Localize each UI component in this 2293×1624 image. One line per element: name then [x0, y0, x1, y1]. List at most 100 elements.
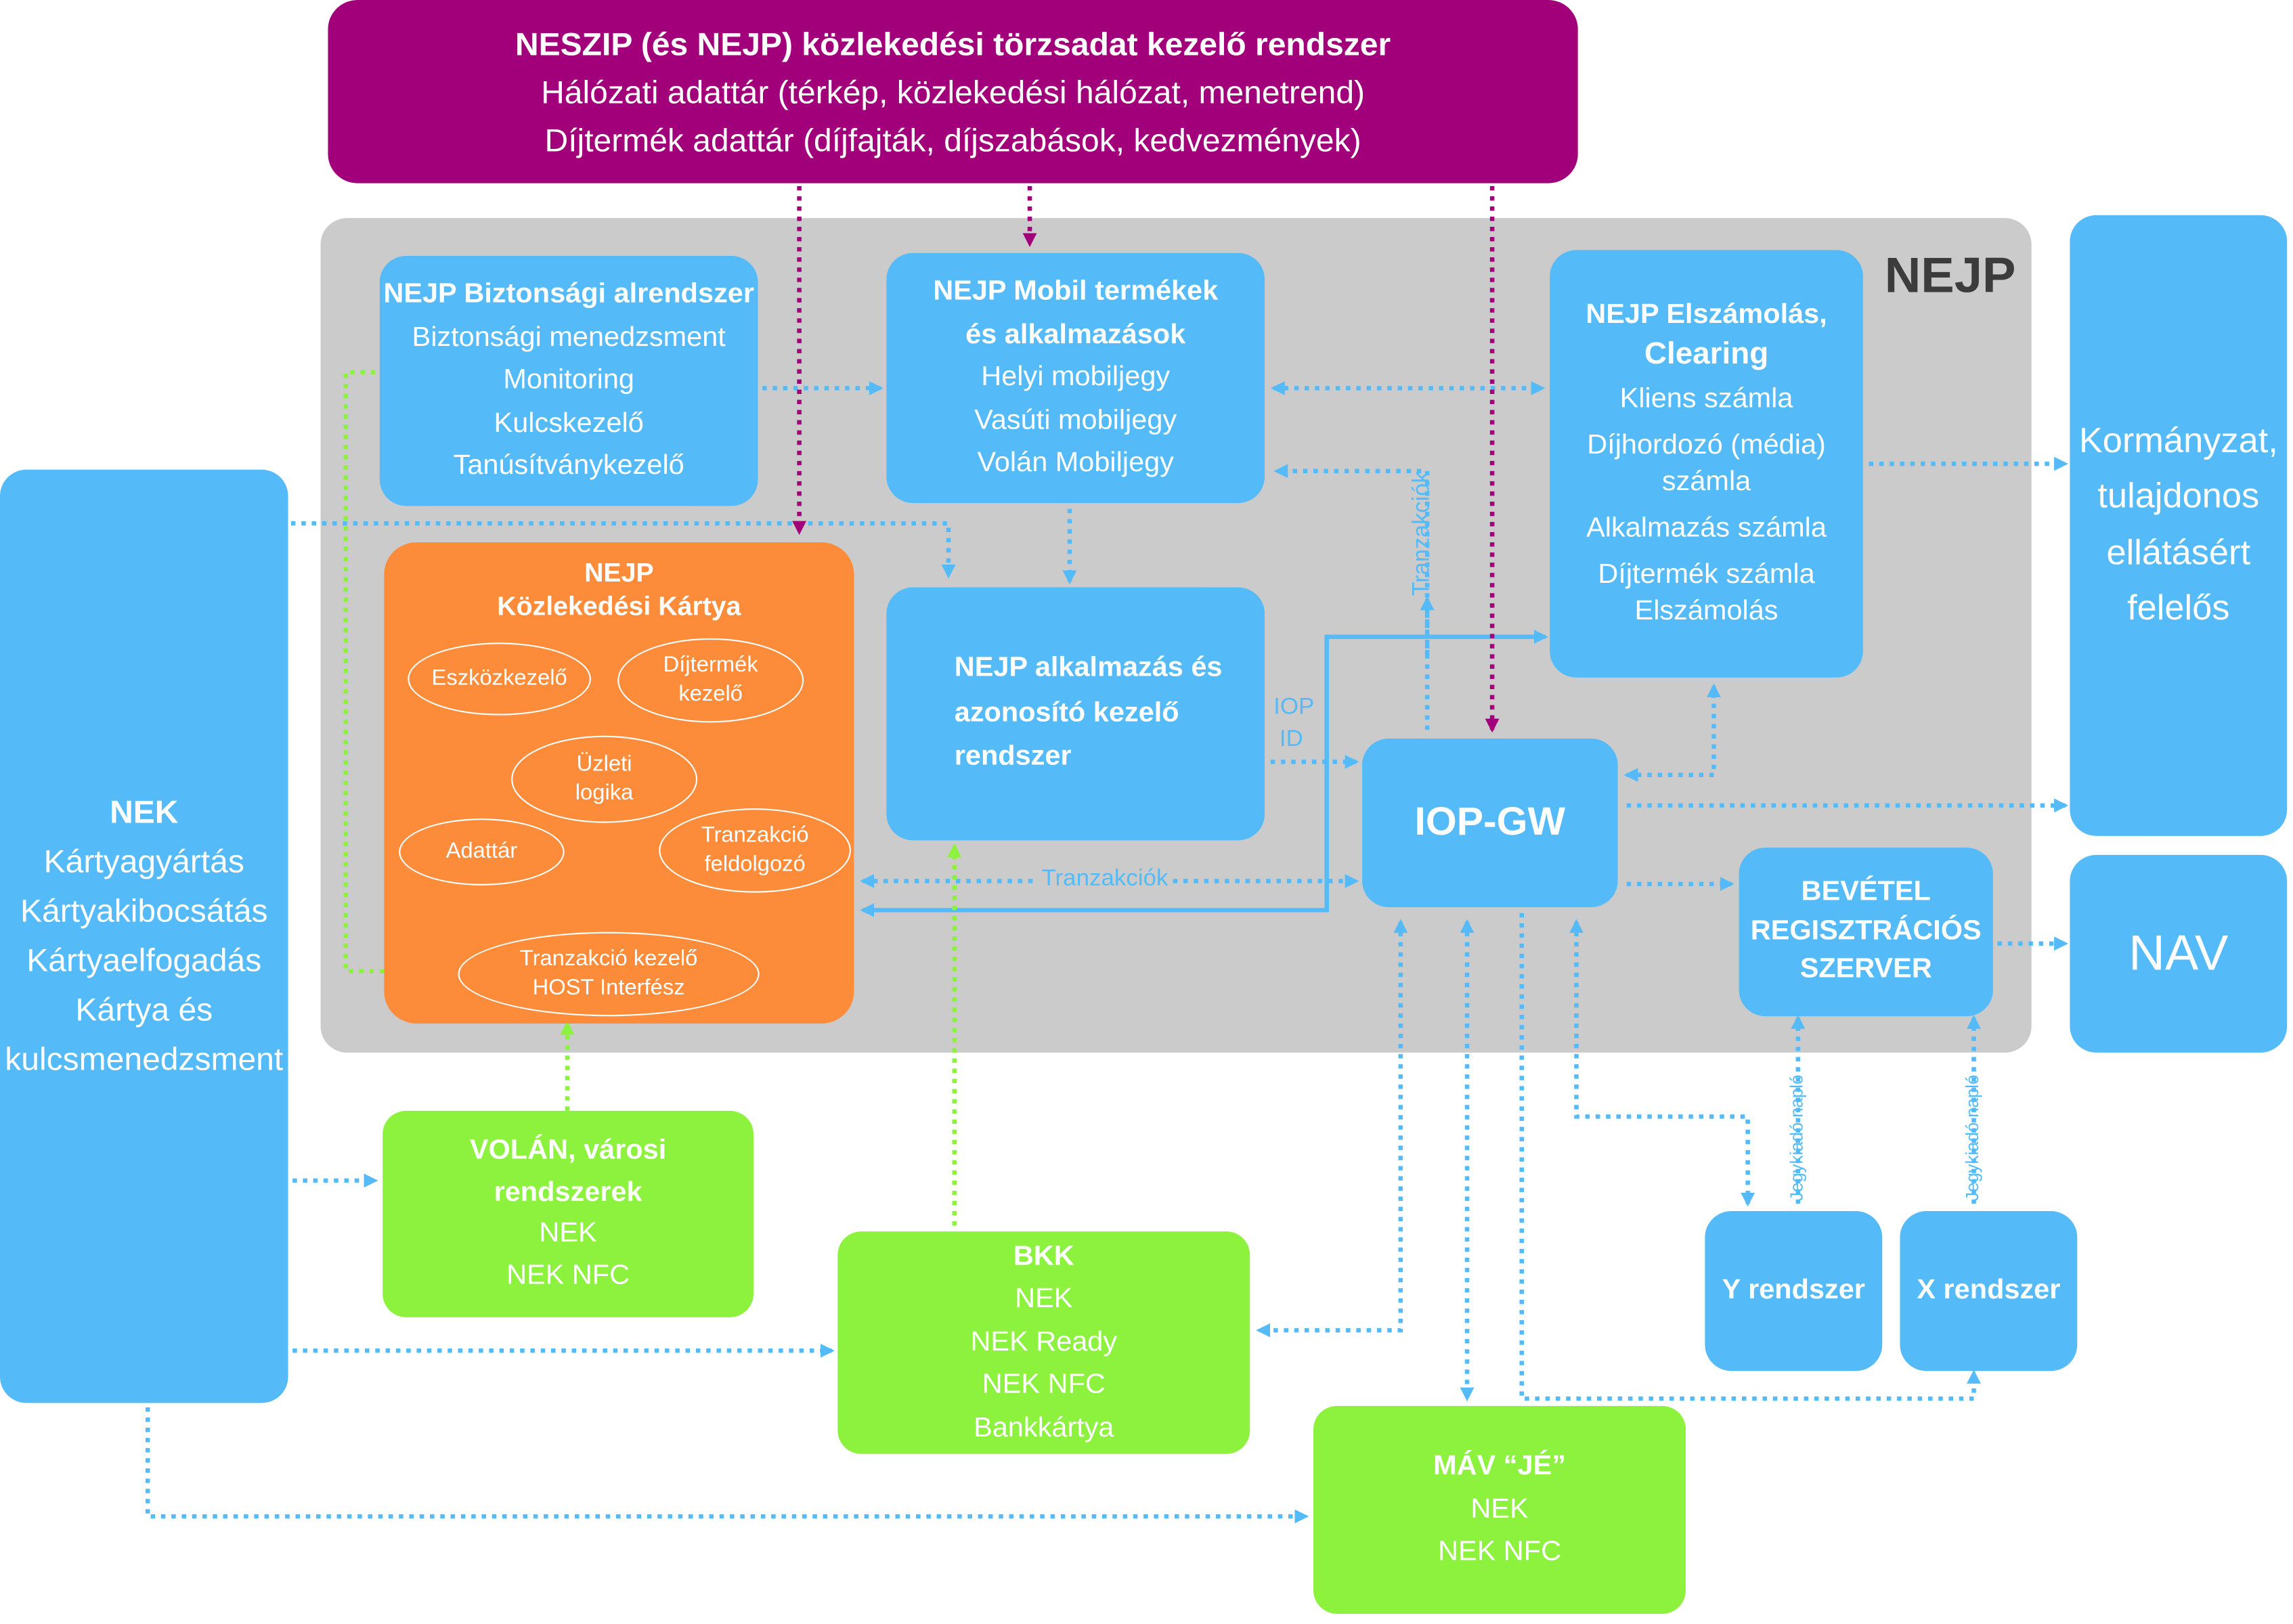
- module-label: kezelő: [678, 682, 743, 707]
- security-item: Monitoring: [503, 365, 634, 396]
- y-system-box: Y rendszer: [1705, 1211, 1883, 1371]
- nek-title: NEK: [110, 793, 179, 830]
- nek-box: NEK Kártyagyártás Kártyakibocsátás Kárty…: [0, 469, 288, 1403]
- mobile-item: Volán Mobiljegy: [977, 447, 1174, 479]
- iopgw-label: IOP-GW: [1414, 800, 1566, 844]
- label-tranzakciok-vertical: Tranzakciók: [1409, 471, 1435, 596]
- volan-box: VOLÁN, városi rendszerek NEK NEK NFC: [383, 1110, 754, 1317]
- module-label: Eszközkezelő: [431, 665, 567, 690]
- nek-item: Kártyakibocsátás: [20, 892, 268, 929]
- mav-item: NEK NFC: [1438, 1537, 1562, 1568]
- revenue-line: SZERVER: [1799, 954, 1932, 985]
- revenue-server-box: BEVÉTEL REGISZTRÁCIÓS SZERVER: [1739, 848, 1993, 1017]
- nav-label: NAV: [2128, 925, 2229, 982]
- module-label: Üzleti: [576, 751, 632, 776]
- volan-title: rendszerek: [494, 1177, 642, 1208]
- appid-line: azonosító kezelő: [954, 697, 1179, 728]
- clearing-item: Díjhordozó (média): [1587, 430, 1826, 461]
- label-jegykiado-y: Jegykiadó napló: [1786, 1074, 1807, 1202]
- neszip-line2: Díjtermék adattár (díjfajták, díjszabáso…: [544, 121, 1361, 158]
- government-line: felelős: [2127, 588, 2230, 628]
- appid-line: NEJP alkalmazás és: [954, 653, 1223, 684]
- bkk-item: NEK Ready: [970, 1327, 1118, 1358]
- clearing-title: NEJP Elszámolás,: [1586, 299, 1827, 330]
- security-item: Tanúsítványkezelő: [453, 451, 684, 482]
- security-box: NEJP Biztonsági alrendszer Biztonsági me…: [379, 255, 758, 506]
- module-tranzakcio-kezelo: Tranzakció kezelő HOST Interfész: [458, 931, 760, 1017]
- module-label: Tranzakció kezelő: [519, 946, 698, 971]
- x-system-label: X rendszer: [1917, 1274, 2061, 1305]
- nek-item: Kártya és: [75, 991, 213, 1028]
- neszip-title: NESZIP (és NEJP) közlekedési törzsadat k…: [515, 25, 1391, 62]
- nek-item: kulcsmenedzsment: [5, 1041, 284, 1078]
- clearing-item: számla: [1661, 467, 1751, 498]
- module-eszkozkezelo: Eszközkezelő: [408, 642, 591, 716]
- security-title: NEJP Biztonsági alrendszer: [383, 280, 754, 311]
- volan-item: NEK NFC: [506, 1259, 630, 1291]
- clearing-item: Elszámolás: [1634, 596, 1778, 628]
- government-line: Kormányzat,: [2078, 421, 2278, 461]
- x-system-box: X rendszer: [1900, 1211, 2078, 1371]
- mobile-item: Helyi mobiljegy: [981, 362, 1171, 393]
- mav-title: MÁV “JÉ”: [1433, 1451, 1566, 1483]
- clearing-title: Clearing: [1644, 336, 1769, 371]
- clearing-item: Kliens számla: [1619, 384, 1793, 415]
- security-item: Biztonsági menedzsment: [412, 322, 726, 353]
- label-tranzakciok-horizontal: Tranzakciók: [1039, 866, 1171, 893]
- neszip-line1: Hálózati adattár (térkép, közlekedési há…: [541, 73, 1366, 110]
- label-id: ID: [1279, 726, 1303, 752]
- module-uzleti-logika: Üzleti logika: [511, 735, 698, 823]
- government-line: tulajdonos: [2097, 477, 2260, 517]
- revenue-line: REGISZTRÁCIÓS: [1750, 915, 1982, 946]
- mav-item: NEK: [1470, 1494, 1529, 1525]
- module-label: HOST Interfész: [532, 975, 685, 1001]
- module-label: feldolgozó: [704, 852, 806, 877]
- neszip-box: NESZIP (és NEJP) közlekedési törzsadat k…: [328, 0, 1578, 183]
- card-title: Közlekedési Kártya: [497, 592, 741, 621]
- bkk-item: NEK NFC: [982, 1369, 1106, 1401]
- module-label: logika: [575, 781, 634, 806]
- nav-box: NAV: [2070, 854, 2288, 1053]
- appid-line: rendszer: [954, 741, 1072, 772]
- module-dijtermek-kezelo: Díjtermék kezelő: [617, 638, 804, 723]
- module-tranzakcio-feldolgozo: Tranzakció feldolgozó: [659, 808, 852, 893]
- nek-item: Kártyaelfogadás: [26, 942, 262, 979]
- bkk-title: BKK: [1013, 1241, 1074, 1273]
- arrow-security-card: [343, 370, 455, 978]
- volan-item: NEK: [539, 1218, 597, 1249]
- label-jegykiado-x: Jegykiadó napló: [1962, 1074, 1983, 1202]
- module-label: Díjtermék: [663, 652, 758, 678]
- module-adattar: Adattár: [399, 818, 565, 885]
- arrow-iopgw-clearing: [1623, 683, 1721, 783]
- security-item: Kulcskezelő: [494, 408, 644, 439]
- mobile-box: NEJP Mobil termékek és alkalmazások Hely…: [886, 253, 1265, 504]
- volan-title: VOLÁN, városi: [469, 1135, 667, 1166]
- mobile-title: NEJP Mobil termékek: [933, 276, 1219, 308]
- bkk-box: BKK NEK NEK Ready NEK NFC Bankkártya: [837, 1231, 1250, 1454]
- nek-item: Kártyagyártás: [43, 843, 244, 879]
- arrow-iopgw-ysystem: [1569, 919, 1755, 1207]
- government-line: ellátásért: [2106, 533, 2251, 573]
- module-label: Adattár: [445, 838, 518, 864]
- label-iop: IOP: [1273, 695, 1315, 720]
- arrow-nek-mav: [145, 1407, 1309, 1524]
- nejp-label: NEJP: [1884, 248, 2016, 304]
- clearing-box: NEJP Elszámolás, Clearing Kliens számla …: [1550, 250, 1863, 678]
- card-title: NEJP: [584, 558, 654, 588]
- government-box: Kormányzat, tulajdonos ellátásért felelő…: [2070, 215, 2288, 836]
- appid-box: NEJP alkalmazás és azonosító kezelő rend…: [886, 587, 1265, 841]
- revenue-line: BEVÉTEL: [1801, 877, 1931, 908]
- mobile-item: Vasúti mobiljegy: [974, 405, 1177, 436]
- bkk-item: NEK: [1015, 1284, 1073, 1315]
- iopgw-box: IOP-GW: [1362, 739, 1618, 908]
- module-label: Tranzakció: [701, 822, 809, 848]
- clearing-item: Díjtermék számla: [1598, 559, 1815, 590]
- bkk-item: Bankkártya: [974, 1412, 1114, 1443]
- line-card-clearing: [860, 630, 1548, 917]
- clearing-item: Alkalmazás számla: [1586, 513, 1827, 544]
- arrow-iopgw-mobile: [1273, 464, 1430, 730]
- y-system-label: Y rendszer: [1722, 1274, 1865, 1305]
- mobile-title: és alkalmazások: [965, 320, 1186, 351]
- mav-box: MÁV “JÉ” NEK NEK NFC: [1313, 1405, 1686, 1614]
